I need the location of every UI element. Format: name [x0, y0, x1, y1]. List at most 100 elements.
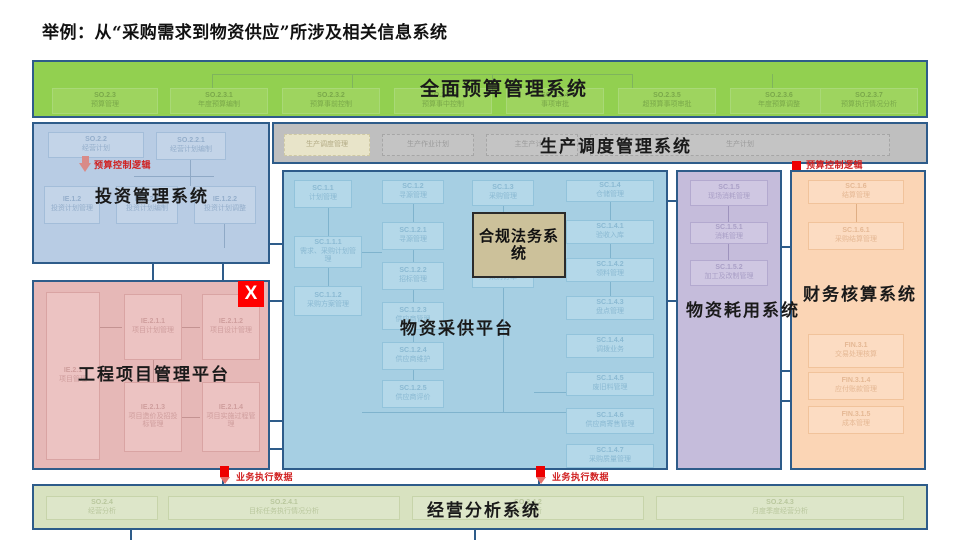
process-label: 采购管理 [489, 193, 517, 200]
system-block-project[interactable]: IE.2.1 项目管理 IE.2.1.1 项目计划管理 IE.2.1.2 项目设… [32, 280, 270, 470]
process-id: SC.1.2.3 [399, 307, 427, 315]
process-id: SC.1.1.1 [314, 238, 342, 246]
process-id: SO.2.3.4 [541, 92, 569, 100]
process-id: SC.1.2.2 [399, 267, 427, 275]
process-label: 寻源管理 [399, 192, 427, 199]
process-box: IE.2.1.1 项目计划管理 [124, 294, 182, 360]
process-box: SO.2.3.4 事项审批 [506, 88, 604, 114]
process-box: IE.2.1.3 项目造价及招投标管理 [124, 382, 182, 452]
process-box: SC.1.3 采购管理 [472, 180, 534, 206]
process-box: SC.1.4.3 盘点管理 [566, 296, 654, 320]
process-id: SC.1.4.3 [596, 299, 624, 307]
process-id: SC.1.4.4 [596, 337, 624, 345]
process-box: SO.2.4 经营分析 [46, 496, 158, 520]
connector [474, 530, 476, 540]
exec-data-arrow-left [220, 477, 230, 484]
system-block-production[interactable]: 生产调度管理 生产作业计划 主生产计划 生产计划 生产调度管理系统 [272, 122, 928, 164]
process-id: SC.1.2.1 [399, 227, 427, 235]
process-label: 交易处理核算 [835, 351, 877, 358]
process-box: 生产计划 [590, 134, 890, 156]
system-badge-compliance[interactable]: 合规法务系统 [472, 212, 566, 278]
process-box: SC.1.6 结算管理 [808, 180, 904, 204]
process-box: FIN.3.1.5 成本管理 [808, 406, 904, 434]
process-box: SO.2.3.7 预算执行情况分析 [820, 88, 918, 114]
process-box: SO.2.3.1 年度预算编制 [170, 88, 268, 114]
process-box: SC.1.4.6 供应商寄售管理 [566, 408, 654, 434]
process-label: 寻源管理 [399, 236, 427, 243]
process-box: SC.1.4 仓储管理 [566, 180, 654, 202]
process-id: SC.1.3 [492, 184, 514, 192]
compliance-label: 合规法务系统 [478, 226, 559, 262]
process-id: IE.1.2.2 [212, 196, 238, 204]
process-id: SC.1.4.6 [596, 412, 624, 420]
connector [782, 400, 792, 402]
process-box: IE.2.1.4 项目实施过程管理 [202, 382, 260, 452]
connector [130, 530, 132, 540]
budget-control-label-right: 预算控制逻辑 [806, 161, 864, 171]
system-title-production: 生产调度管理系统 [540, 137, 692, 157]
connector [668, 300, 678, 302]
process-id: SO.2.4.2 [514, 499, 542, 507]
budget-control-arrow-left [79, 163, 91, 172]
process-label: 投资计划编制 [126, 205, 168, 212]
process-id: SO.2.3.5 [653, 92, 681, 100]
system-block-consumption[interactable]: SC.1.5 现场消耗管理 SC.1.5.1 消耗管理 SC.1.5.2 加工及… [676, 170, 798, 470]
system-title-budget: 全面预算管理系统 [419, 78, 588, 100]
process-box: SC.1.2.5 供应商评价 [382, 380, 444, 408]
process-id: SO.2.3 [94, 92, 116, 100]
process-id: SO.2.2.1 [177, 137, 205, 145]
connector [270, 300, 284, 302]
process-box: SC.1.4.4 调拨业务 [566, 334, 654, 358]
process-label: 投资计划管理 [51, 205, 93, 212]
process-box: SO.2.2.1 经营计划编制 [156, 132, 226, 160]
process-label: 经营分析 [514, 508, 542, 515]
system-title-consumption: 物资耗用系统 [686, 300, 798, 323]
process-label: 经营计划编制 [170, 146, 212, 153]
process-id: IE.2.1.2 [218, 318, 244, 326]
process-label: 超预算事项审批 [642, 101, 692, 108]
process-id: SC.1.4.1 [596, 223, 624, 231]
process-label: 目标任务执行情况分析 [249, 508, 319, 515]
process-box: SC.1.5.1 消耗管理 [690, 222, 768, 244]
connector [152, 264, 154, 280]
process-box: SO.2.4.3 月度季度经营分析 [656, 496, 904, 520]
process-id: IE.1.2 [62, 196, 82, 204]
process-box: SC.1.4.2 领料管理 [566, 258, 654, 282]
process-label: 事项审批 [541, 101, 569, 108]
process-id: SO.2.2 [85, 136, 107, 144]
system-title-consumption-text: 物资耗用系统 [686, 301, 800, 321]
system-block-investment[interactable]: SO.2.2 经营计划 SO.2.2.1 经营计划编制 IE.1.2 投资计划管… [32, 122, 270, 264]
process-label: 预算执行情况分析 [841, 101, 897, 108]
process-box: SC.1.4.5 废旧料管理 [566, 372, 654, 396]
process-id: IE.2.1.4 [218, 403, 244, 411]
process-label: 消耗管理 [715, 233, 743, 240]
process-box: SC.1.2.1 寻源管理 [382, 222, 444, 250]
system-block-finance[interactable]: SC.1.6 结算管理 SC.1.6.1 采购结算管理 FIN.3.1 交易处理… [790, 170, 926, 470]
process-label: 预算事前控制 [310, 101, 352, 108]
process-id: SC.1.4.2 [596, 261, 624, 269]
exec-data-marker-right [536, 466, 545, 477]
process-box: SC.1.4.7 采购质量管理 [566, 444, 654, 468]
process-label: 仓储管理 [596, 191, 624, 198]
process-id: SO.2.3.7 [855, 92, 883, 100]
process-id: SO.2.3.6 [765, 92, 793, 100]
process-id: SC.1.5 [718, 184, 740, 192]
system-title-finance-text: 财务核算系统 [803, 285, 917, 305]
process-label: 项目实施过程管理 [206, 412, 256, 429]
budget-control-label-left: 预算控制逻辑 [94, 161, 152, 171]
process-id: IE.2.1.1 [140, 318, 166, 326]
x-badge[interactable]: X [238, 281, 264, 307]
process-box: SC.1.6.1 采购结算管理 [808, 222, 904, 250]
process-id: SO.2.3.3 [429, 92, 457, 100]
system-block-budget[interactable]: SO.2.3 预算管理 SO.2.3.1 年度预算编制 SO.2.3.2 预算事… [32, 60, 928, 118]
system-block-analysis[interactable]: SO.2.4 经营分析 SO.2.4.1 目标任务执行情况分析 SO.2.4.2… [32, 484, 928, 530]
process-box: IE.2.1 项目管理 [46, 292, 100, 460]
exec-data-marker-left [220, 466, 229, 477]
process-label: 项目计划管理 [132, 327, 174, 334]
process-label: 主生产计划 [514, 140, 550, 148]
process-box: SO.2.3.2 预算事前控制 [282, 88, 380, 114]
process-box: SC.1.5.2 加工及改制管理 [690, 260, 768, 286]
process-id: SC.1.6 [845, 183, 867, 191]
process-box: SO.2.4.2 经营分析 [412, 496, 644, 520]
process-label: 供应商寄售管理 [585, 421, 635, 428]
